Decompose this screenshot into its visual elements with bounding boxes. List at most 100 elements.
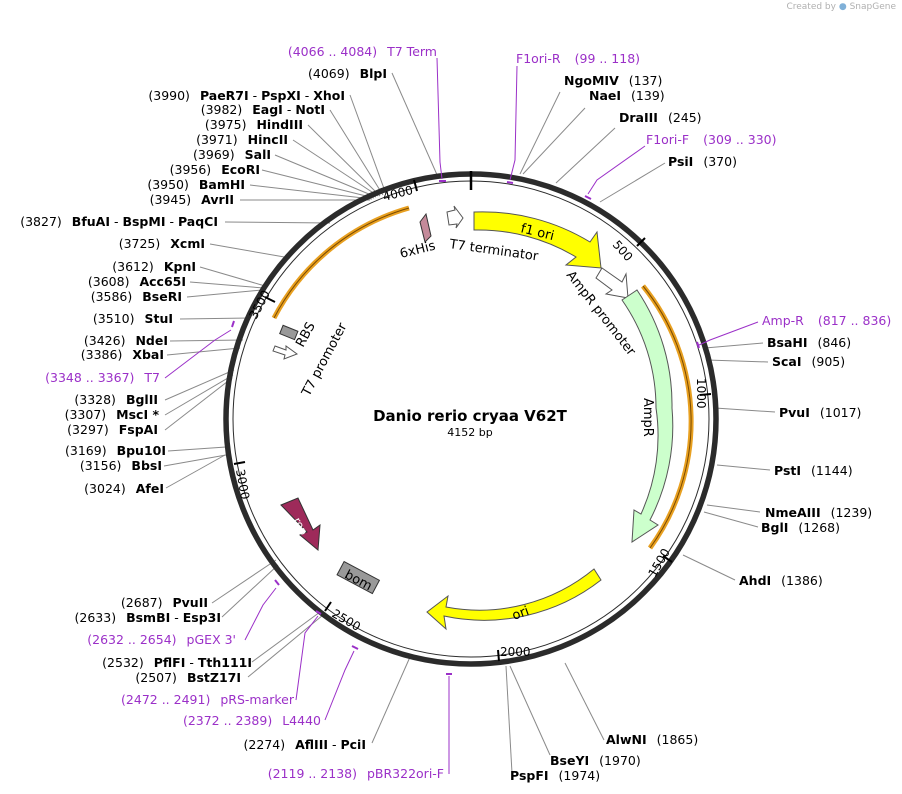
site-bsahi[interactable]: BsaHI (767, 335, 808, 350)
site-fspai[interactable]: FspAI (119, 422, 158, 437)
site-noti[interactable]: NotI (295, 102, 325, 117)
site-pcii[interactable]: PciI (340, 737, 366, 752)
primer-l4440-range: (2372 .. 2389) (183, 713, 272, 728)
primer-l4440[interactable]: L4440 (282, 713, 321, 728)
tick-label-3000: 3000 (233, 468, 252, 501)
site-psti[interactable]: PstI (774, 463, 801, 478)
site-pvuii[interactable]: PvuII (172, 595, 208, 610)
ori-feature[interactable] (426, 568, 602, 631)
plasmid-size: 4152 bp (447, 426, 492, 439)
site-ngomiv[interactable]: NgoMIV (564, 73, 619, 88)
site-bspmi[interactable]: BspMI (122, 214, 165, 229)
site-ecori[interactable]: EcoRI (221, 162, 260, 177)
site-bglii-pos: (3328) (74, 392, 116, 407)
svg-text:PvuI(1017): PvuI(1017) (779, 405, 861, 420)
site-afei-pos: (3024) (84, 481, 126, 496)
site-hindiii[interactable]: HindIII (256, 117, 303, 132)
primer-pgex[interactable]: pGEX 3' (187, 632, 236, 647)
rbs-label: RBS (293, 320, 318, 350)
primer-leader-lines (164, 57, 759, 774)
t7-terminator-feature[interactable] (446, 205, 464, 229)
site-avrii[interactable]: AvrII (201, 192, 234, 207)
rop-feature[interactable] (280, 497, 321, 552)
primer-amp-r[interactable]: Amp-R (762, 313, 804, 328)
tick-label-3500: 3500 (246, 288, 273, 322)
site-bbsi[interactable]: BbsI (131, 458, 162, 473)
site-scai[interactable]: ScaI (772, 354, 802, 369)
site-paqci[interactable]: PaqCI (178, 214, 218, 229)
site-blpi[interactable]: BlpI (360, 66, 387, 81)
site-xcmi[interactable]: XcmI (170, 236, 205, 251)
site-bbsi-pos: (3156) (80, 458, 122, 473)
site-xhoi[interactable]: XhoI (313, 88, 345, 103)
site-xbai[interactable]: XbaI (132, 347, 164, 362)
site-draiii-pos: (245) (668, 110, 702, 125)
t7-promoter-feature[interactable] (272, 345, 299, 360)
ampr-orf-arc-line (642, 285, 692, 549)
svg-text:(4066 .. 4084)T7 Term: (4066 .. 4084)T7 Term (288, 44, 437, 59)
site-esp3i[interactable]: Esp3I (183, 610, 221, 625)
svg-text:(3169)Bpu10I: (3169)Bpu10I (65, 443, 166, 458)
site-bpu10i[interactable]: Bpu10I (117, 443, 166, 458)
his-tag-feature[interactable] (419, 212, 432, 243)
site-bseri[interactable]: BseRI (142, 289, 182, 304)
svg-text:DraIII(245): DraIII (245) (619, 110, 702, 125)
bom-feature[interactable] (336, 560, 381, 595)
site-hincii[interactable]: HincII (248, 132, 288, 147)
site-kpni[interactable]: KpnI (164, 259, 196, 274)
site-pspfi[interactable]: PspFI (510, 768, 549, 783)
site-draiii[interactable]: DraIII (619, 110, 658, 125)
svg-text:Amp-R(817 .. 836): Amp-R(817 .. 836) (762, 313, 891, 328)
site-bsmbi[interactable]: BsmBI (126, 610, 170, 625)
site-bamhi[interactable]: BamHI (199, 177, 245, 192)
primer-prs-marker[interactable]: pRS-marker (220, 692, 295, 707)
svg-text:(3969)SalI: (3969)SalI (193, 147, 271, 162)
site-bgli[interactable]: BglI (761, 520, 788, 535)
site-tth111i[interactable]: Tth111I (198, 655, 252, 670)
credit-brand: SnapGene (849, 2, 896, 12)
rbs-feature[interactable] (279, 324, 299, 341)
ampr-feature[interactable] (621, 289, 674, 543)
site-eagi[interactable]: EagI (252, 102, 283, 117)
svg-text:(3510)StuI: (3510)StuI (93, 311, 173, 326)
site-pvui-right[interactable]: PvuI (779, 405, 810, 420)
site-bspmi-sep: - (165, 214, 177, 229)
site-ahdi[interactable]: AhdI (739, 573, 771, 588)
site-bstz17i[interactable]: BstZ17I (187, 670, 241, 685)
site-msci[interactable]: MscI * (116, 407, 159, 422)
site-naei-pos: (139) (631, 88, 665, 103)
site-pflfi[interactable]: PflFI (154, 655, 186, 670)
site-afliii[interactable]: AflIII (295, 737, 328, 752)
site-acc65i[interactable]: Acc65I (139, 274, 186, 289)
site-stui[interactable]: StuI (144, 311, 173, 326)
primer-t7[interactable]: T7 (143, 370, 160, 385)
site-bfuai[interactable]: BfuAI (72, 214, 110, 229)
svg-text:(3725)XcmI: (3725)XcmI (119, 236, 205, 251)
ampr-promoter-feature[interactable] (595, 267, 629, 299)
site-afei[interactable]: AfeI (136, 481, 164, 496)
site-bgli-pos: (1268) (798, 520, 840, 535)
svg-text:BseYI(1970): BseYI(1970) (550, 753, 641, 768)
right-site-labels: NgoMIV(137) NaeI(139) DraIII(245) PsiI(3… (510, 73, 872, 783)
site-bsmbi-pos: (2633) (75, 610, 117, 625)
primer-f1ori-f[interactable]: F1ori-F (646, 132, 689, 147)
svg-text:(3950)BamHI: (3950)BamHI (147, 177, 245, 192)
svg-text:AlwNI(1865): AlwNI(1865) (606, 732, 698, 747)
site-pspxi[interactable]: PspXI (261, 88, 301, 103)
site-naei[interactable]: NaeI (589, 88, 621, 103)
site-ndei[interactable]: NdeI (135, 333, 168, 348)
site-alwni[interactable]: AlwNI (606, 732, 647, 747)
site-ecori-pos: (3956) (170, 162, 212, 177)
site-psii[interactable]: PsiI (668, 154, 693, 169)
site-sali[interactable]: SalI (245, 147, 271, 162)
primer-t7term[interactable]: T7 Term (386, 44, 437, 59)
primer-f1ori-r[interactable]: F1ori-R (516, 51, 561, 66)
site-paer7i[interactable]: PaeR7I (200, 88, 249, 103)
site-nmeaiii[interactable]: NmeAIII (765, 505, 821, 520)
primer-pbr322ori-f[interactable]: pBR322ori-F (367, 766, 444, 781)
f1-ori-feature[interactable] (473, 211, 602, 269)
primer-f1ori-r-range: (99 .. 118) (575, 51, 640, 66)
site-bseyi[interactable]: BseYI (550, 753, 589, 768)
site-bglii[interactable]: BglII (126, 392, 158, 407)
svg-text:(4069)BlpI: (4069)BlpI (308, 66, 387, 81)
